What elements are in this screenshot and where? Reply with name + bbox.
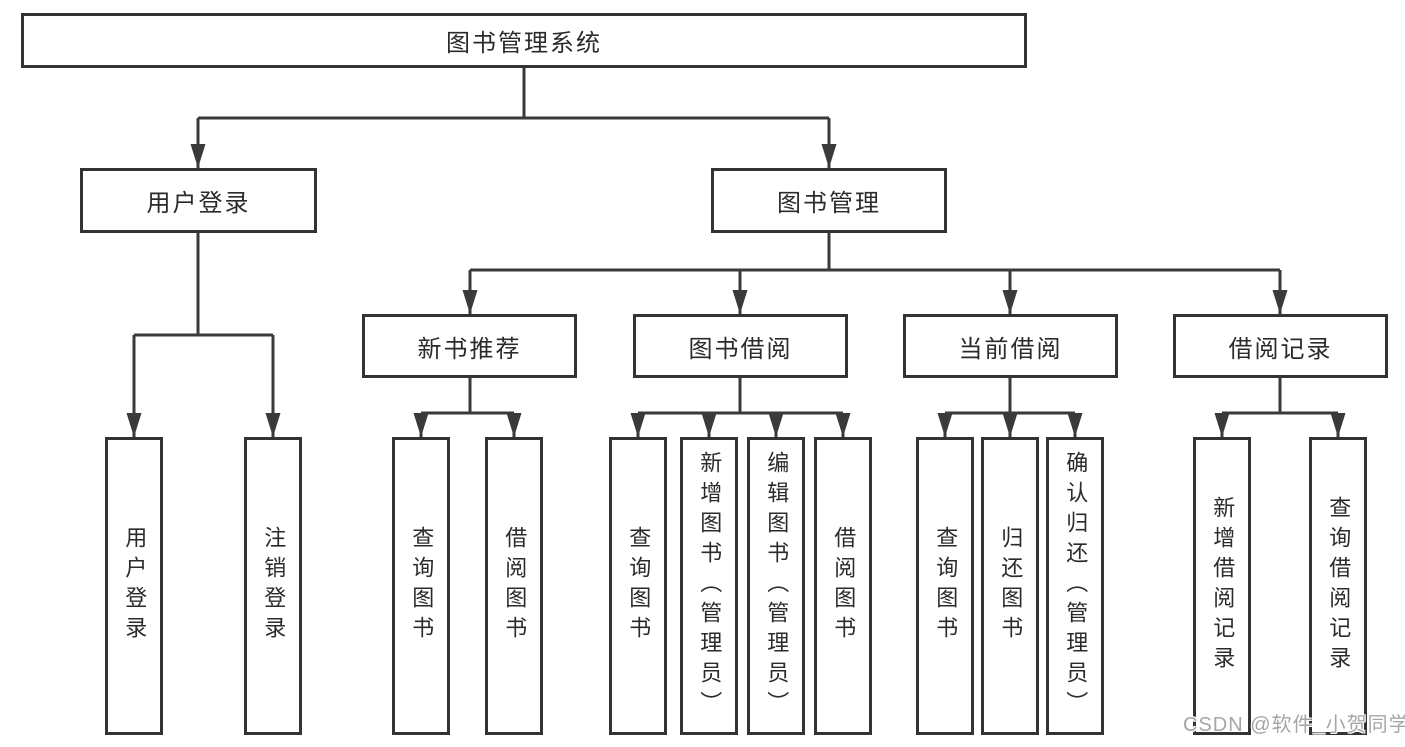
node-current-borrowing: 当前借阅 <box>903 314 1118 378</box>
leaf-cb-query-books: 查询图书 <box>916 437 974 735</box>
leaf-bb-query-books: 查询图书 <box>609 437 667 735</box>
leaf-label-br-add-record: 新增借阅记录 <box>1210 496 1236 676</box>
leaf-label-nb-borrow-books: 借阅图书 <box>502 526 528 646</box>
connector-trunks <box>134 68 1338 415</box>
leaf-cb-return-books: 归还图书 <box>981 437 1039 735</box>
leaf-label-br-query-record: 查询借阅记录 <box>1326 496 1352 676</box>
leaf-br-add-record: 新增借阅记录 <box>1193 437 1251 735</box>
node-user-login: 用户登录 <box>80 168 317 233</box>
leaf-label-user-login: 用户登录 <box>122 526 148 646</box>
leaf-label-bb-query-books: 查询图书 <box>626 526 652 646</box>
node-label-new-book-recommend: 新书推荐 <box>417 335 522 363</box>
watermark: CSDN @软件_小贺同学 <box>1183 714 1405 736</box>
leaf-br-query-record: 查询借阅记录 <box>1309 437 1367 735</box>
leaf-label-bb-edit-books-admin: 编辑图书（管理员） <box>764 451 790 721</box>
node-book-borrowing: 图书借阅 <box>633 314 848 378</box>
leaf-bb-add-books-admin: 新增图书（管理员） <box>680 437 738 735</box>
leaf-label-cb-confirm-return-admin: 确认归还（管理员） <box>1063 451 1089 721</box>
node-new-book-recommend: 新书推荐 <box>362 314 577 378</box>
leaf-logout: 注销登录 <box>244 437 302 735</box>
connector-arrows <box>126 118 1346 437</box>
node-label-borrowing-records: 借阅记录 <box>1228 335 1333 363</box>
leaf-bb-borrow-books: 借阅图书 <box>814 437 872 735</box>
node-borrowing-records: 借阅记录 <box>1173 314 1388 378</box>
node-book-management: 图书管理 <box>711 168 947 233</box>
node-label-root: 图书管理系统 <box>446 30 602 57</box>
leaf-label-bb-borrow-books: 借阅图书 <box>831 526 857 646</box>
node-library-management-system: 图书管理系统 <box>21 13 1027 68</box>
leaf-label-cb-query-books: 查询图书 <box>933 526 959 646</box>
leaf-nb-query-books: 查询图书 <box>392 437 450 735</box>
node-label-user-login: 用户登录 <box>146 190 251 217</box>
node-label-book-management: 图书管理 <box>777 190 881 217</box>
node-label-book-borrowing: 图书借阅 <box>688 335 793 363</box>
leaf-cb-confirm-return-admin: 确认归还（管理员） <box>1046 437 1104 735</box>
leaf-label-cb-return-books: 归还图书 <box>998 526 1024 646</box>
leaf-bb-edit-books-admin: 编辑图书（管理员） <box>747 437 805 735</box>
leaf-label-bb-add-books-admin: 新增图书（管理员） <box>697 451 723 721</box>
leaf-user-login: 用户登录 <box>105 437 163 735</box>
node-label-current-borrowing: 当前借阅 <box>958 335 1063 363</box>
leaf-label-logout: 注销登录 <box>261 526 287 646</box>
leaf-label-nb-query-books: 查询图书 <box>409 526 435 646</box>
leaf-nb-borrow-books: 借阅图书 <box>485 437 543 735</box>
